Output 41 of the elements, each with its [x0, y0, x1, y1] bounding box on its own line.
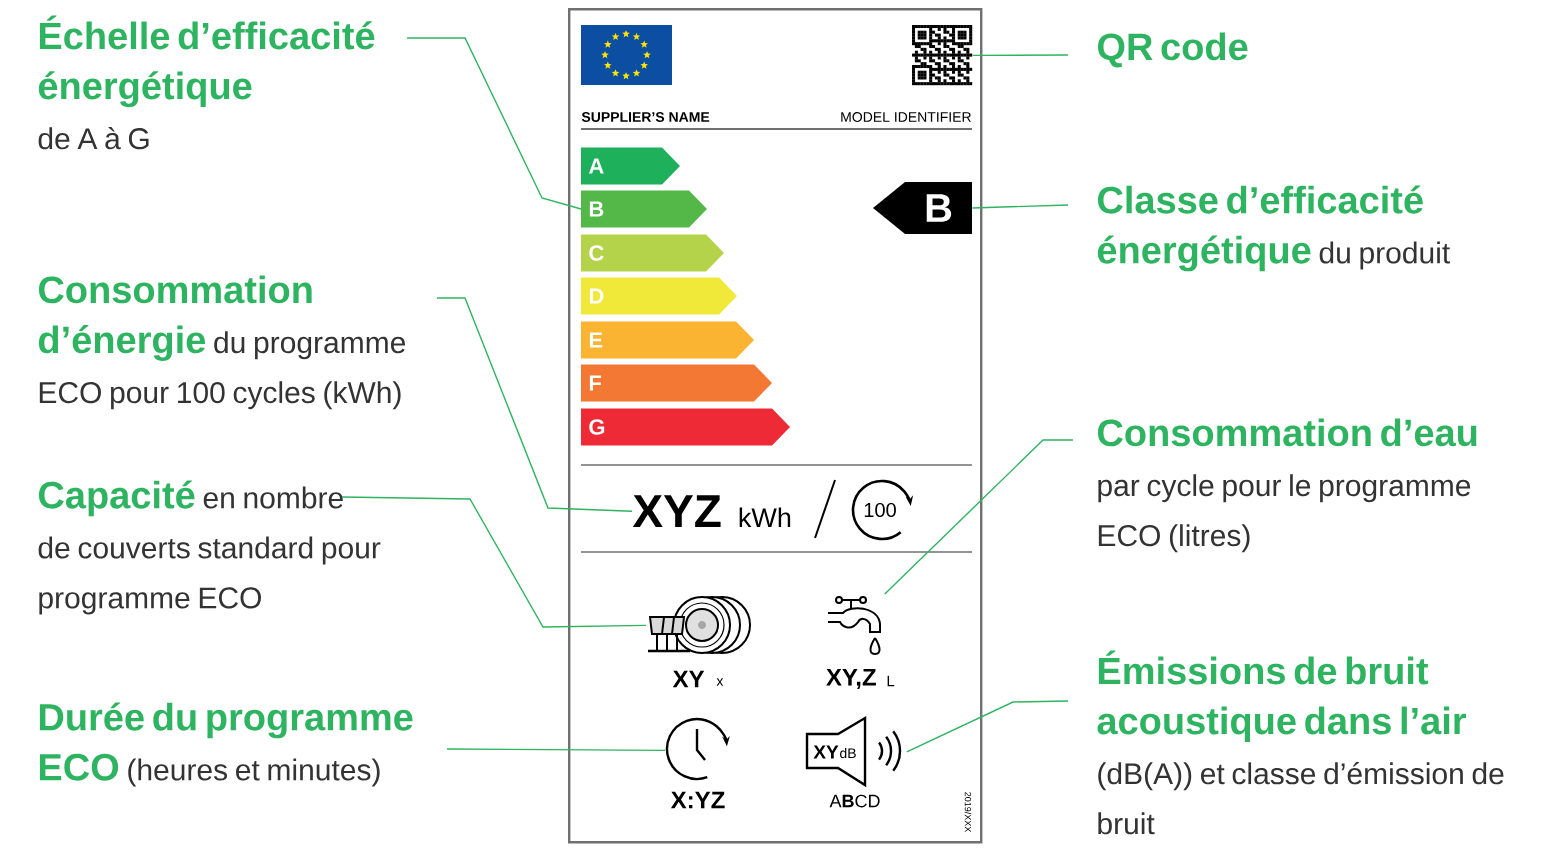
leader-line	[884, 439, 1074, 595]
leader-line	[446, 748, 666, 752]
callout-text: Échelle d’efficacité énergétique de A à G	[38, 15, 375, 150]
label-card	[568, 8, 983, 844]
noise-value: XY	[813, 745, 839, 759]
unit-text: x	[716, 678, 724, 686]
leader-line	[436, 297, 633, 512]
callout-text: QR code	[1098, 32, 1248, 68]
unit-text: dB	[840, 747, 856, 759]
noise-class: ABCD	[829, 794, 880, 808]
efficiency-bar: C	[581, 234, 724, 272]
tap-icon	[827, 596, 881, 655]
callout-text: Émissions de bruit acoustique dans l’air (dB(A)) et classe d’émission de bruit	[1097, 650, 1504, 835]
callout-text: Capacité en nombre de couverts standard pour programme ECO	[38, 480, 381, 615]
efficiency-bar: E	[581, 321, 754, 359]
efficiency-bar: F	[581, 364, 772, 402]
dishes-icon	[648, 596, 751, 654]
energy-value: XYZ kWh	[632, 495, 791, 527]
capacity-value: XY	[672, 670, 705, 688]
callout-text: Classe d’efficacité énergétique du produit	[1097, 185, 1450, 272]
unit-text: L	[887, 675, 895, 687]
callout-text: Durée du programme ECO (heures et minutes)	[39, 702, 413, 787]
leader-line	[341, 496, 647, 628]
leader-line	[971, 204, 1069, 209]
cycle-count: 100	[864, 502, 896, 518]
callout-text: Consommation d’énergie du programme ECO pour 100 cycles (kWh)	[38, 275, 406, 410]
efficiency-bar: D	[581, 277, 737, 315]
efficiency-bar: B	[581, 190, 707, 228]
callout-text: Consommation d’eau par cycle pour le programme ECO (litres)	[1098, 418, 1477, 553]
leader-line	[406, 37, 582, 210]
regulation-number: 2019/XXX	[964, 792, 972, 833]
model-identifier: MODEL IDENTIFIER	[841, 112, 971, 122]
clock-icon	[665, 717, 730, 781]
qr-code	[912, 25, 973, 86]
efficiency-bar: G	[581, 408, 790, 446]
leader-line	[972, 54, 1069, 57]
efficiency-bar: A	[581, 147, 680, 185]
leader-line	[906, 700, 1069, 753]
speaker-icon	[805, 715, 902, 788]
supplier-name: SUPPLIER’S NAME	[581, 112, 710, 122]
water-value: XY,Z	[826, 668, 876, 690]
